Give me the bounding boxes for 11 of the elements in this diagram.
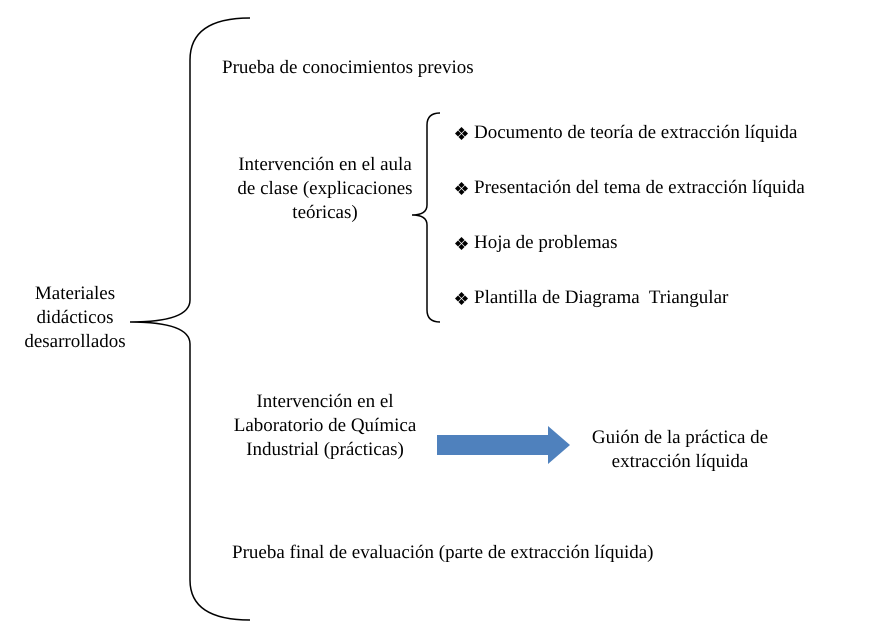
block-arrow [437,426,570,464]
list-item: Presentación del tema de extracción líquida [474,176,805,200]
outline-item: Prueba final de evaluación (parte de extracción líquida) [232,541,654,565]
step-text: Guión de la práctica de extracción líquida [570,426,790,474]
list-item: Documento de teoría de extracción líquida [474,121,798,145]
step-text: Intervención en el Laboratorio de Química Industrial (prácticas) [225,390,425,462]
outline-heading: Materiales didácticos desarrollados [23,282,127,354]
list-item: Hoja de problemas [474,231,618,255]
list-item: Plantilla de Diagrama Triangular [474,286,728,310]
outline-item: Intervención en el aula de clase (explicaciones teóricas) [236,153,414,225]
outline-item: Prueba de conocimientos previos [222,56,475,80]
